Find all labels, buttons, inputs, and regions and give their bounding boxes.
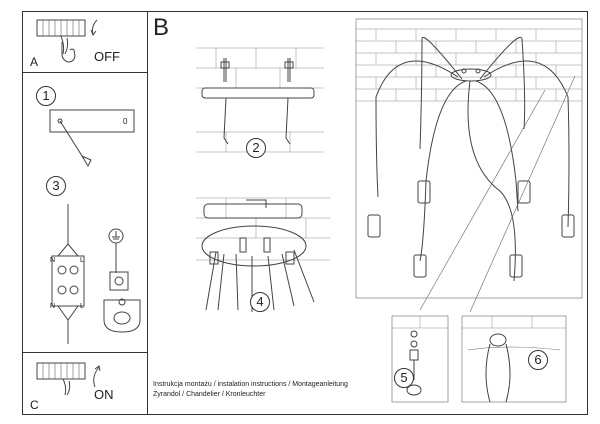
step-1-plate-and-screwdriver: [49, 109, 135, 168]
panel-a-box: [22, 11, 148, 73]
panel-a-switch-label: OFF: [94, 49, 120, 64]
panel-c-box: [22, 352, 148, 415]
step-3-number: 3: [46, 176, 66, 196]
terminal-label-l-bottom: L: [80, 303, 84, 310]
panel-b-letter: B: [153, 14, 170, 41]
panel-c-letter: C: [30, 398, 39, 412]
terminal-label-n-bottom: N: [50, 303, 56, 310]
step-4-canopy-cables: [196, 197, 330, 312]
step-2-number: 2: [246, 138, 266, 158]
ground-terminal-illustration: [103, 228, 141, 333]
terminal-label-l-top: L: [80, 257, 84, 264]
hand-off-icon: [61, 42, 76, 63]
step-6-number: 6: [528, 350, 548, 370]
step-6-canopy-detail: [461, 315, 567, 403]
step-3-wiring-block: [51, 204, 85, 344]
page-border: [22, 11, 588, 415]
left-column-divider: [147, 11, 148, 415]
step-2-ceiling-bracket: [196, 47, 324, 153]
chandelier-installed-illustration: [355, 18, 583, 299]
terminal-label-n-top: N: [50, 257, 56, 264]
instruction-caption-line-1: Instrukcja montażu / instalation instruc…: [153, 381, 348, 388]
step-1-plate-label: 0: [123, 117, 128, 126]
panel-c-switch-label: ON: [94, 387, 114, 402]
step-5-number: 5: [394, 368, 414, 388]
instruction-caption-line-2: Żyrandol / Chandelier / Kronleuchter: [153, 391, 266, 398]
panel-a-letter: A: [30, 55, 39, 69]
step-1-number: 1: [36, 86, 56, 106]
step-5-socket-detail: [391, 315, 449, 403]
breaker-on-illustration: [36, 362, 101, 396]
detail-leader-lines: [419, 75, 576, 313]
step-4-number: 4: [250, 292, 270, 312]
breaker-off-illustration: [36, 19, 98, 55]
